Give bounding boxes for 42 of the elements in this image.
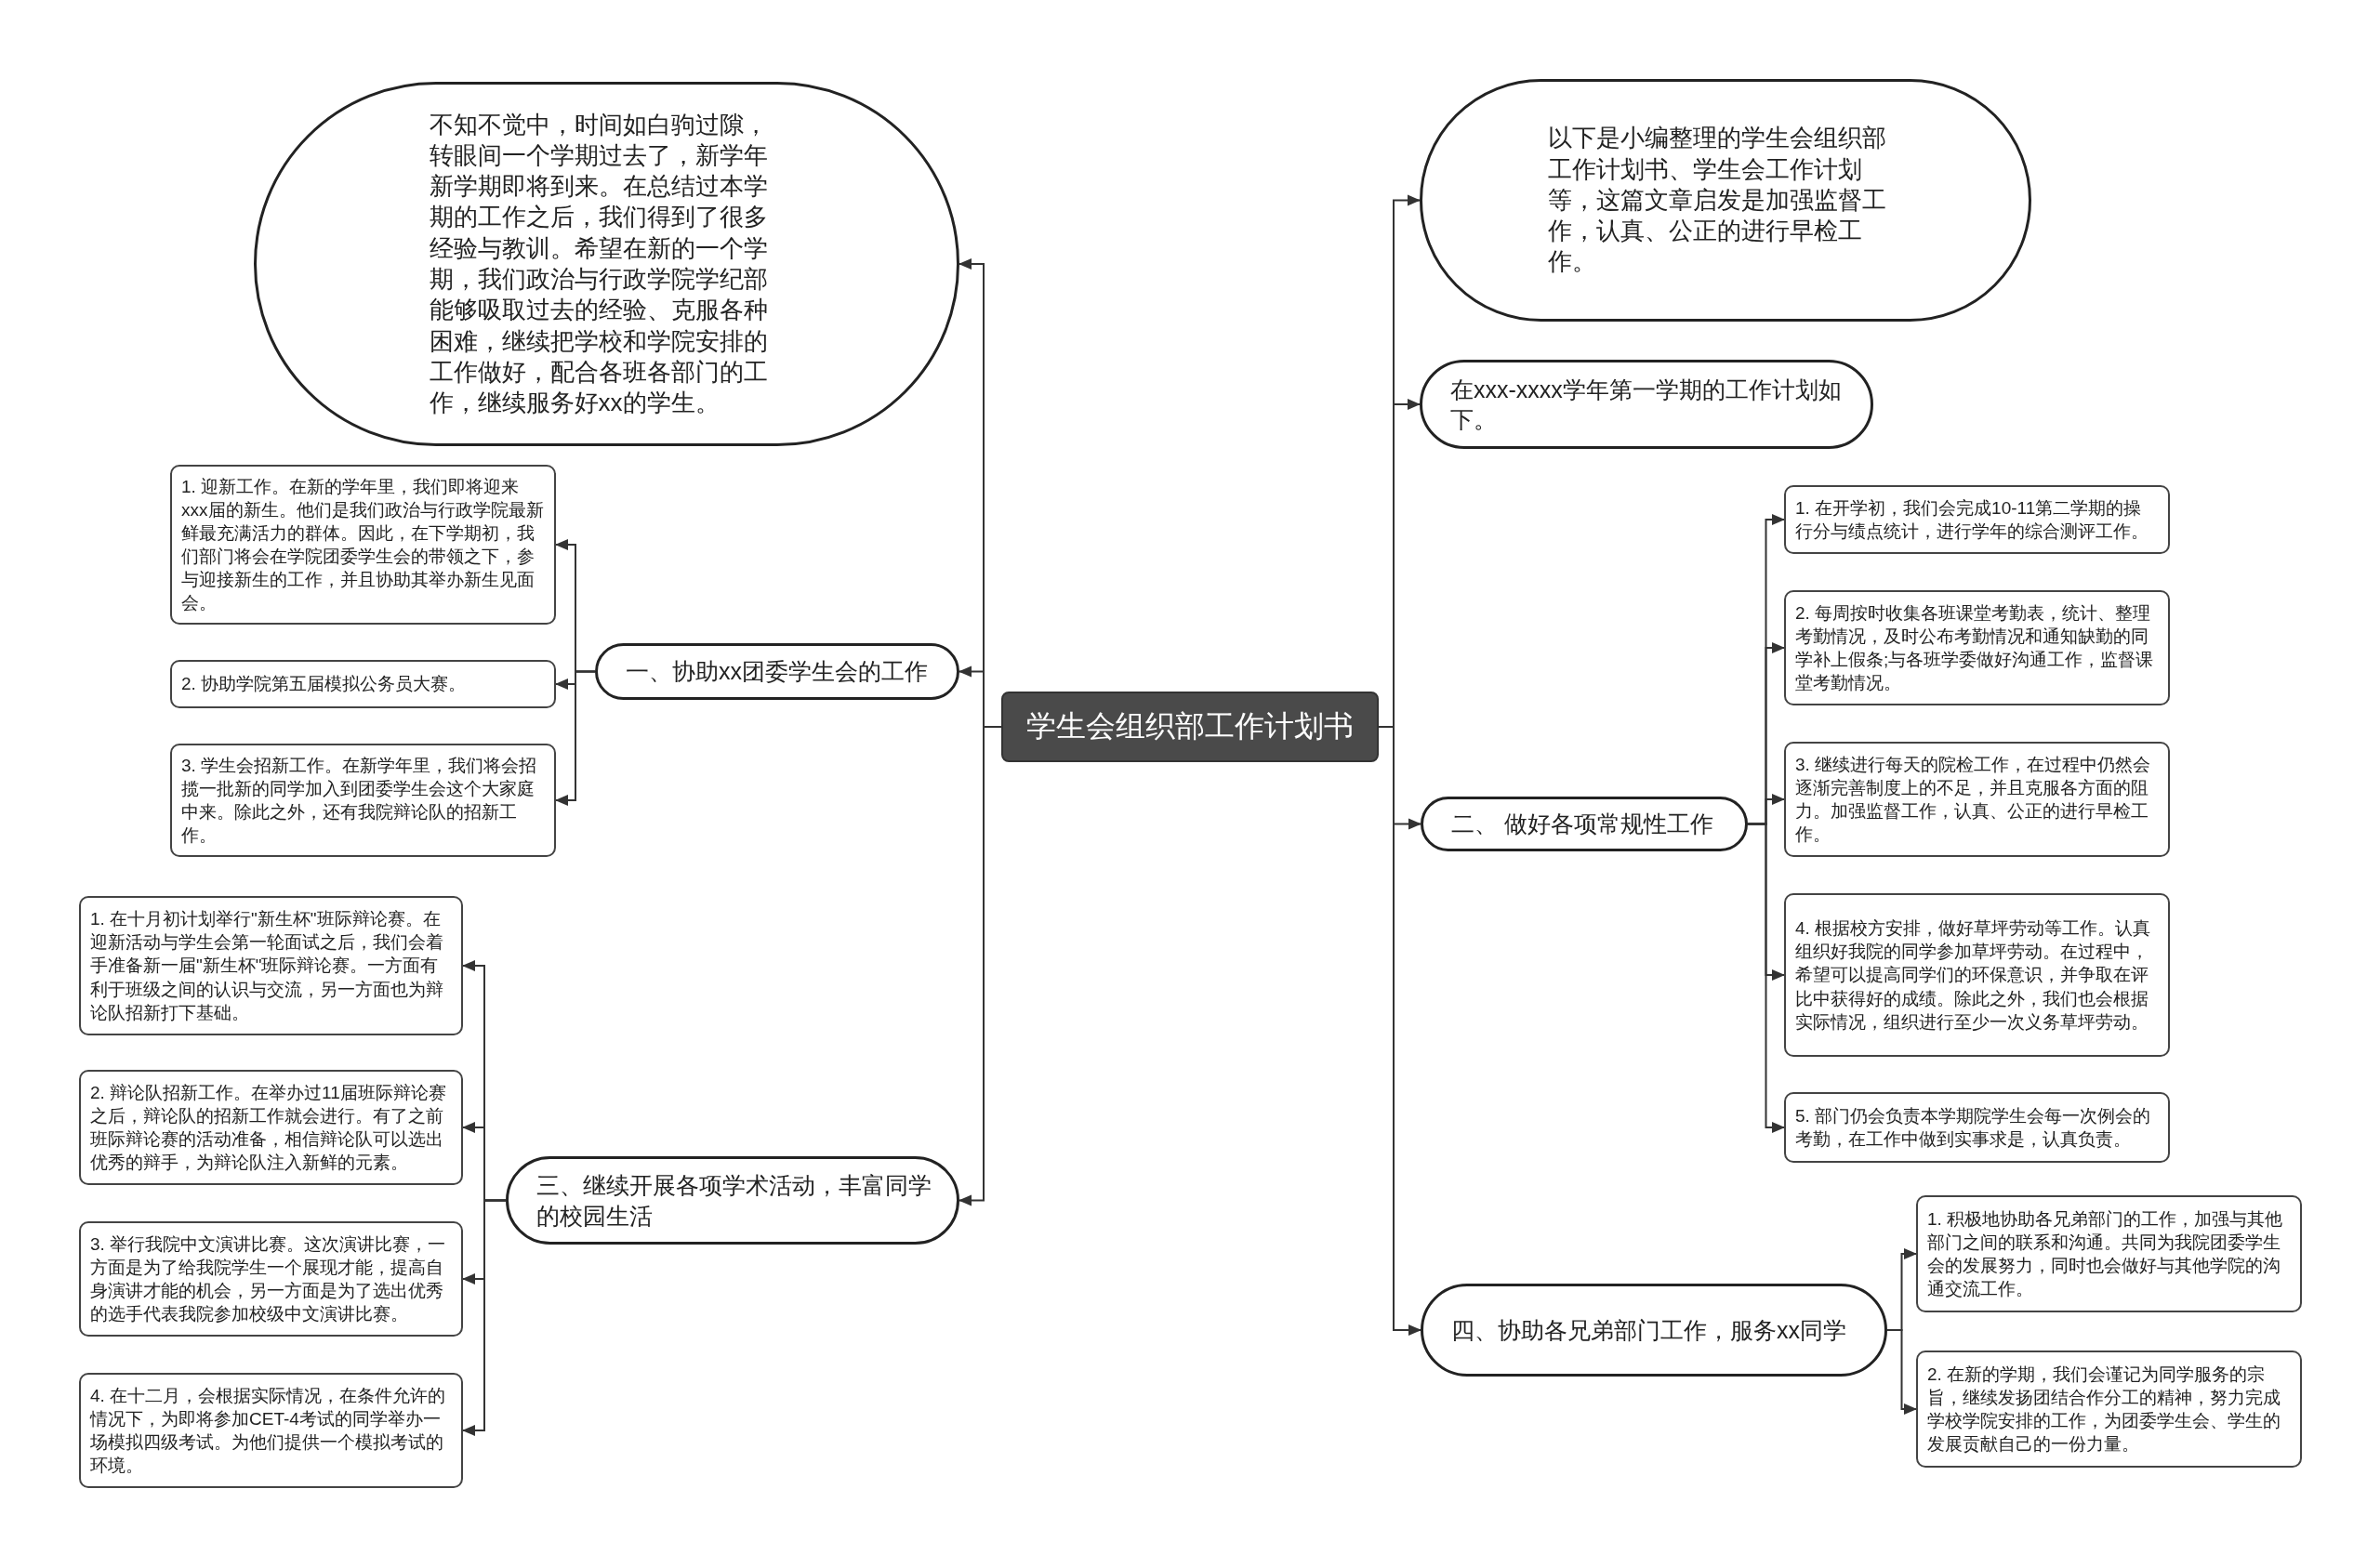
branch-topic-box: [595, 643, 959, 700]
subtopic-text: 5. 部门仍会负责本学期院学生会每一次例会的考勤，在工作中做到实事求是，认真负责。: [1795, 1104, 2152, 1151]
subtopic-text: 3. 学生会招新工作。在新学年里，我们将会招揽一批新的同学加入到团委学生会这个大家庭中来。除此之外，还有我院辩论队的招新工作。: [181, 754, 538, 848]
subtopic-box: [170, 465, 556, 625]
subtopic-text: 1. 积极地协助各兄弟部门的工作，加强与其他部门之间的联系和沟通。共同为我院团委学生会的发展努力，同时也会做好与其他学院的沟通交流工作。: [1927, 1207, 2284, 1301]
topic-text: 四、协助各兄弟部门工作，服务xx同学: [1451, 1315, 1846, 1345]
subtopic-box: [79, 1070, 463, 1185]
subtopic-text: 4. 根据校方安排，做好草坪劳动等工作。认真组织好我院的同学参加草坪劳动。在过程中，希望可以提高同学们的环保意识，并争取在评比中获得好的成绩。除此之外，我们也会根据实际情况，组织进行至少一次义务草坪劳动。: [1795, 917, 2152, 1034]
subtopic-box: [1916, 1351, 2302, 1468]
subtopic-box: [79, 1221, 463, 1337]
connector: [1747, 823, 1785, 1133]
connector: [1886, 1329, 1917, 1415]
topic-text: 以下是小编整理的学生会组织部工作计划书、学生会工作计划等，这篇文章启发是加强监督工作，认真、公正的进行早检工作。: [1548, 123, 1887, 278]
subtopic-box: [1916, 1195, 2302, 1312]
subtopic-text: 3. 举行我院中文演讲比赛。这次演讲比赛，一方面是为了给我院学生一个展现才能，提高自身演讲才能的机会，另一方面是为了选出优秀的选手代表我院参加校级中文演讲比赛。: [90, 1232, 447, 1326]
connector: [462, 1199, 507, 1436]
subtopic-box: [1784, 485, 2170, 554]
subtopic-text: 2. 协助学院第五届模拟公务员大赛。: [181, 673, 467, 696]
topic-text: 不知不觉中，时间如白驹过隙，转眼间一个学期过去了，新学年新学期即将到来。在总结过本学期的工作之后，我们得到了很多经验与教训。希望在新的一个学期，我们政治与行政学院学纪部能够吸取过去的经验、克服各种困难，继续把学校和学院安排的工作做好，配合各班各部门的工作，继续服务好xx的学生。: [429, 109, 769, 419]
subtopic-text: 2. 每周按时收集各班课堂考勤表，统计、整理考勤情况，及时公布考勤情况和通知缺勤的同学补上假条;与各班学委做好沟通工作，监督课堂考勤情况。: [1795, 601, 2155, 695]
connector: [555, 670, 596, 806]
subtopic-box: [1784, 590, 2170, 705]
subtopic-text: 1. 在十月初计划举行"新生杯"班际辩论赛。在迎新活动与学生会第一轮面试之后，我们会着手准备新一届"新生杯"班际辩论赛。一方面有利于班级之间的认识与交流，另一方面也为辩论队招新打下基础。: [90, 908, 444, 1024]
topic-text: 一、协助xx团委学生会的工作: [626, 657, 928, 687]
subtopic-box: [1784, 1092, 2170, 1163]
subtopic-text: 1. 迎新工作。在新的学年里，我们即将迎来xxx届的新生。他们是我们政治与行政学院最新鲜最充满活力的群体。因此，在下学期初，我们部门将会在学院团委学生会的带领之下，参与迎接新生的工作，并且协助其举办新生见面会。: [181, 475, 545, 615]
subtopic-box: [1784, 893, 2170, 1057]
subtopic-box: [170, 660, 556, 708]
subtopic-text: 2. 辩论队招新工作。在举办过11届班际辩论赛之后，辩论队的招新工作就会进行。有了之前班际辩论赛的活动准备，相信辩论队可以选出优秀的辩手，为辩论队注入新鲜的元素。: [90, 1081, 447, 1175]
subtopic-text: 1. 在开学初，我们会完成10-11第二学期的操行分与绩点统计，进行学年的综合测评工作。: [1795, 496, 2149, 543]
subtopic-box: [79, 1373, 463, 1488]
central-topic-box: [1001, 692, 1379, 762]
subtopic-text: 2. 在新的学期，我们会谨记为同学服务的宗旨，继续发扬团结合作分工的精神，努力完成学校学院安排的工作，为团委学生会、学生的发展贡献自己的一份力量。: [1927, 1363, 2281, 1456]
subtopic-box: [170, 744, 556, 857]
subtopic-box: [79, 896, 463, 1035]
topic-text: 在xxx-xxxx学年第一学期的工作计划如下。: [1450, 375, 1843, 434]
subtopic-text: 4. 在十二月，会根据实际情况，在条件允许的情况下，为即将参加CET-4考试的同学举办一场模拟四级考试。为他们提供一个模拟考试的环境。: [90, 1384, 447, 1478]
subtopic-text: 3. 继续进行每天的院检工作，在过程中仍然会逐渐完善制度上的不足，并且克服各方面的阻力。加强监督工作，认真、公正的进行早检工作。: [1795, 753, 2152, 847]
topic-text: 二、 做好各项常规性工作: [1451, 810, 1713, 839]
central-topic-text: 学生会组织部工作计划书: [1026, 708, 1354, 744]
topic-text: 三、继续开展各项学术活动，丰富同学的校园生活: [536, 1171, 932, 1231]
subtopic-box: [1784, 742, 2170, 857]
